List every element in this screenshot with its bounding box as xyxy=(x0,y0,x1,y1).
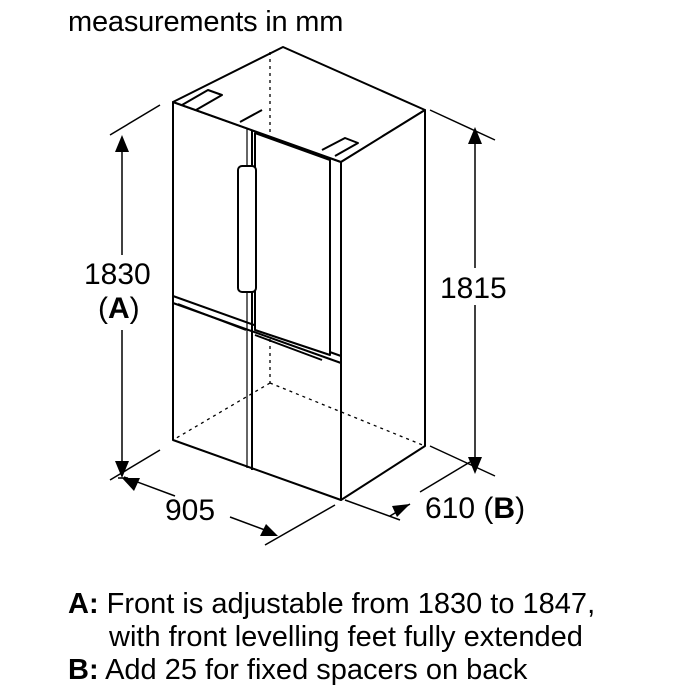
arrow-head-right-icon xyxy=(260,524,278,536)
note-a-key: A: xyxy=(68,588,99,620)
depth-label: 610 (B) xyxy=(425,492,525,525)
note-b-line: B: Add 25 for fixed spacers on back xyxy=(68,654,595,687)
note-a-line1: A: Front is adjustable from 1830 to 1847… xyxy=(68,588,595,621)
fridge-body xyxy=(172,46,426,501)
note-b-text: Add 25 for fixed spacers on back xyxy=(98,654,528,686)
dimension-arrows xyxy=(115,127,482,536)
ref-close-paren: ) xyxy=(130,292,140,325)
ref-key-a: A xyxy=(108,292,130,325)
height-front-label: 1830 xyxy=(84,258,151,291)
arrow-head-up-icon xyxy=(468,127,482,144)
note-a-line2: with front levelling feet fully extended xyxy=(109,621,583,653)
ref-key-b: B xyxy=(493,492,515,525)
arrow-head-right-icon xyxy=(392,504,410,517)
measurements-title: measurements in mm xyxy=(68,6,344,38)
ref-open-paren: ( xyxy=(98,292,108,325)
ref-close-paren: ) xyxy=(515,492,525,525)
height-back-label: 1815 xyxy=(440,272,507,305)
arrow-head-left-icon xyxy=(122,478,140,491)
arrow-head-down-icon xyxy=(115,461,129,478)
note-b-key: B: xyxy=(68,654,99,686)
arrow-head-up-icon xyxy=(115,135,129,152)
width-label: 905 xyxy=(165,494,215,527)
footnotes: A: Front is adjustable from 1830 to 1847… xyxy=(68,588,595,687)
depth-value: 610 xyxy=(425,492,475,525)
arrow-head-down-icon xyxy=(468,457,482,474)
note-a-text: Front is adjustable from 1830 to 1847, xyxy=(98,588,596,620)
ref-open-paren: ( xyxy=(483,492,493,525)
height-front-reference: (A) xyxy=(98,292,140,325)
